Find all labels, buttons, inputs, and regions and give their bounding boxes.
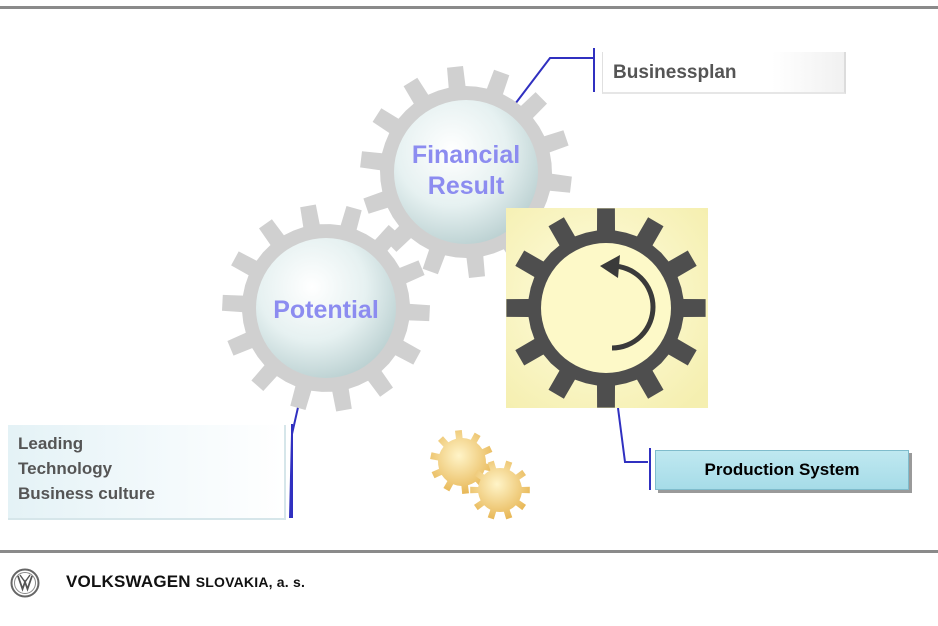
cycle-arrow-icon [611, 263, 656, 351]
cycle-arrowhead-icon [600, 255, 620, 278]
small-gears-icon [430, 430, 530, 520]
vw-logo-icon [10, 568, 40, 598]
production-gear [506, 208, 708, 408]
businessplan-box: Businessplan [602, 52, 846, 94]
connector-businessplan [508, 57, 593, 113]
footer-company-name: VOLKSWAGEN SLOVAKIA, a. s. [66, 572, 305, 592]
leading-line-3: Business culture [18, 484, 155, 503]
connector-production [617, 407, 648, 463]
gear-potential-hub [256, 238, 396, 378]
potential-gear: Potential [222, 204, 430, 412]
financial-label-line1: Financial [412, 141, 520, 169]
leading-line-1: Leading [18, 434, 84, 453]
production-system-box: Production System [655, 450, 909, 490]
footer-brand: VOLKSWAGEN [66, 572, 191, 591]
top-rule [0, 6, 938, 9]
footer-brand-suffix: SLOVAKIA, a. s. [195, 574, 306, 590]
leading-technology-box: Leading Technology Business culture [8, 425, 286, 520]
gear-financial-hub [394, 100, 538, 244]
potential-label: Potential [273, 296, 379, 324]
leading-line-2: Technology [18, 459, 113, 478]
bottom-rule [0, 550, 938, 553]
financial-label-line2: Result [428, 172, 505, 200]
